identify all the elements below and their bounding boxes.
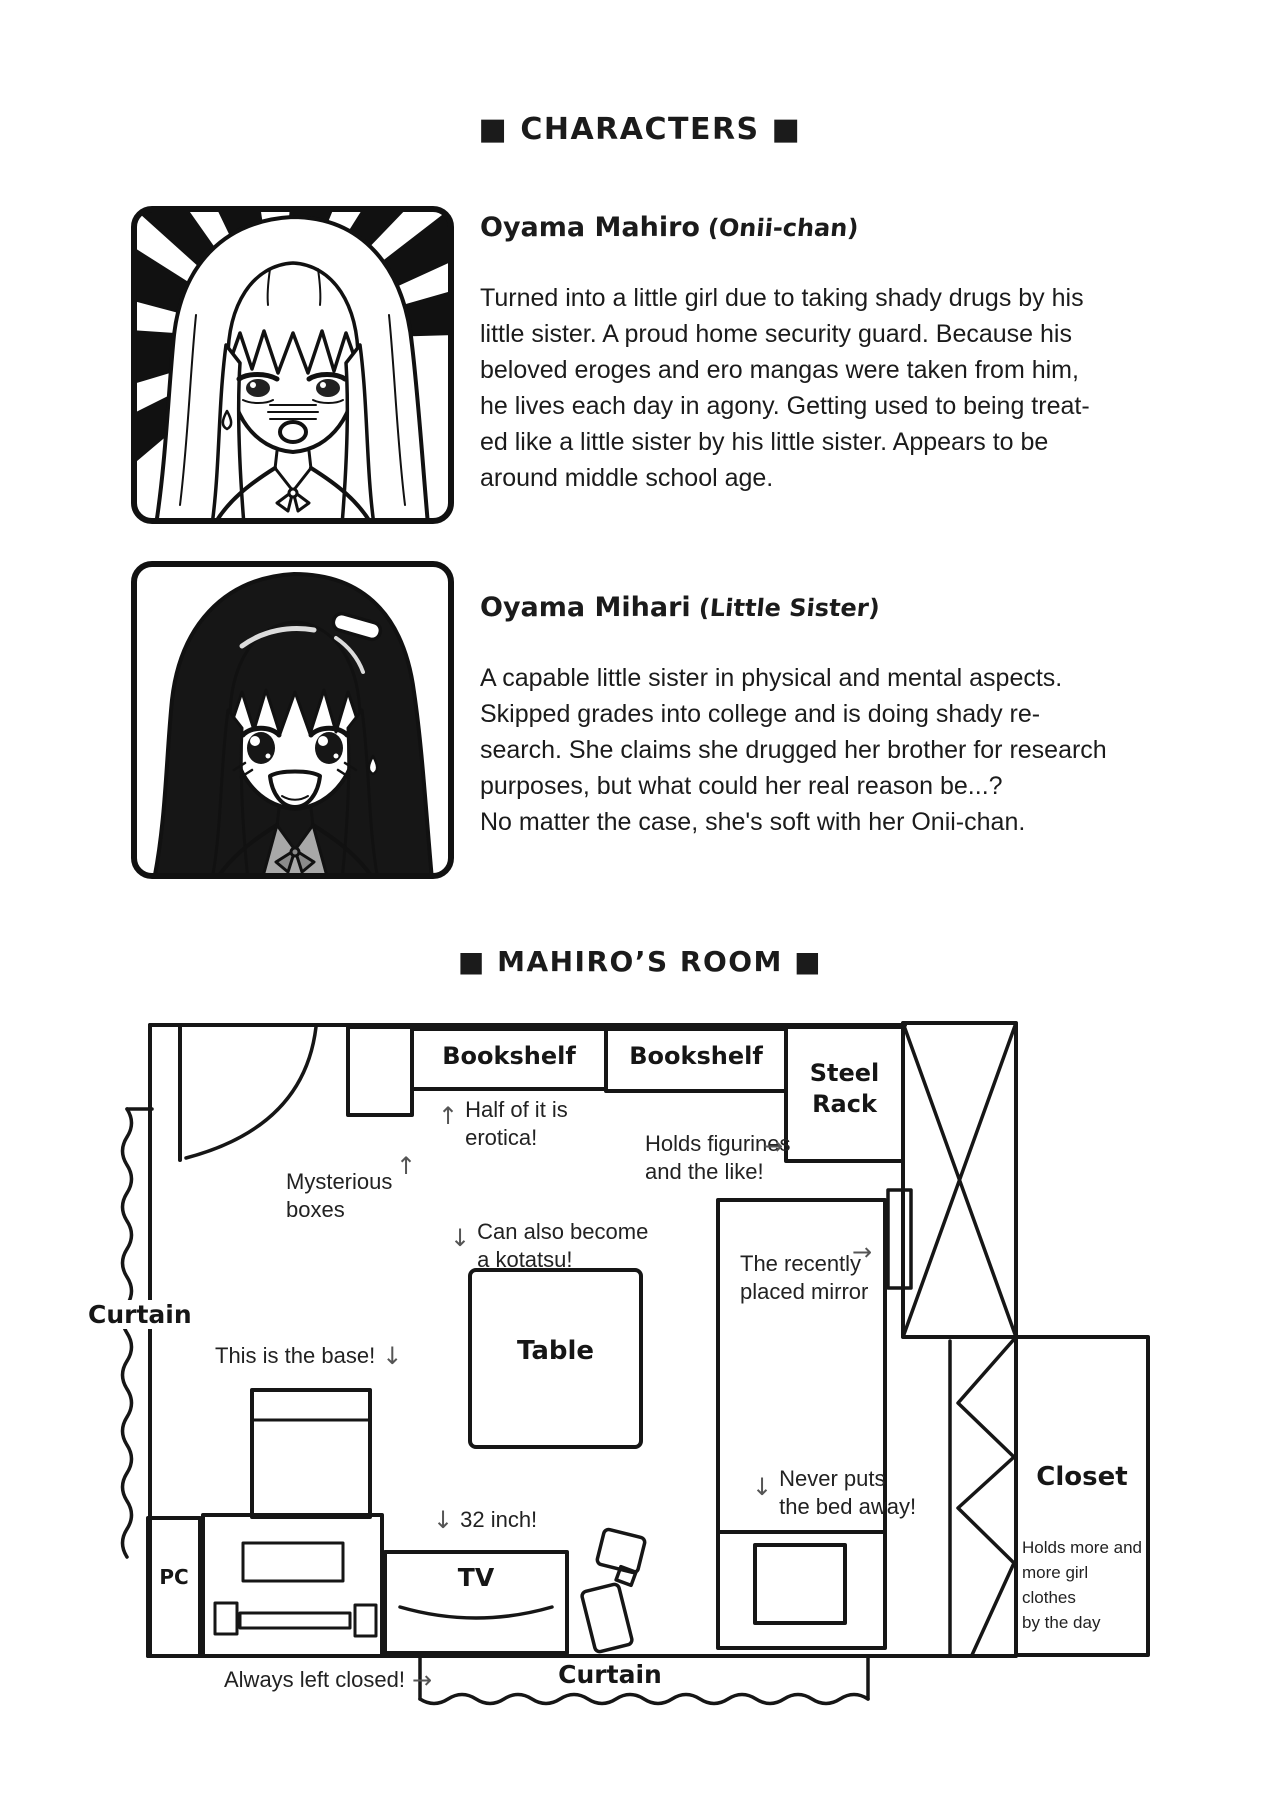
- note-text: 32 inch!: [460, 1507, 538, 1532]
- steel-rack-label: Steel Rack: [809, 1059, 880, 1118]
- curtain-left-label: Curtain: [88, 1300, 192, 1329]
- note-text: This is the base!: [215, 1343, 376, 1368]
- down-arrow-icon: ↓: [382, 1342, 403, 1370]
- bookshelf-right-label: Bookshelf: [629, 1042, 763, 1070]
- down-arrow-icon: ↓: [450, 1224, 471, 1252]
- note-text: Holds more and more girl clothes by the …: [1022, 1538, 1143, 1632]
- closet-shape: [1014, 1335, 1150, 1657]
- down-arrow-icon: ↓: [752, 1473, 773, 1501]
- desk-shape: [201, 1513, 384, 1658]
- closet-upper-section: [901, 1021, 1018, 1339]
- note-base: This is the base! ↓: [215, 1342, 402, 1370]
- mahiro-role: (Onii-chan): [706, 214, 860, 242]
- tv-shape: [383, 1550, 569, 1655]
- note-girl-clothes: Holds more and more girl clothes by the …: [1022, 1510, 1146, 1635]
- right-arrow-icon: →: [411, 1666, 433, 1694]
- characters-section-title: ■ CHARACTERS ■: [478, 112, 802, 147]
- note-bed: ↓ Never puts the bed away!: [752, 1465, 916, 1521]
- note-text: Half of it is erotica!: [465, 1097, 568, 1150]
- note-text: The recently placed mirror: [740, 1251, 869, 1304]
- pc-label: PC: [159, 1565, 189, 1589]
- note-half-erotica: ↑ Half of it is erotica!: [438, 1096, 568, 1152]
- closet-folding-doors: [956, 1335, 1018, 1657]
- mahiro-portrait-illustration: [130, 205, 455, 525]
- note-mysterious-boxes: Mysterious boxes ↑: [286, 1140, 436, 1252]
- mihari-name-line: Oyama Mihari(Little Sister): [480, 592, 881, 623]
- mihari-role: (Little Sister): [697, 594, 881, 622]
- table-shape: [468, 1268, 643, 1449]
- note-text: Never puts the bed away!: [779, 1466, 917, 1519]
- controllers-shape: [580, 1527, 647, 1654]
- door: [178, 1025, 318, 1162]
- pillow-shape: [753, 1543, 847, 1625]
- mahiro-name-line: Oyama Mahiro(Onii-chan): [480, 212, 860, 243]
- hair-clip: [331, 611, 383, 642]
- mihari-eyes: [240, 725, 350, 764]
- floorplan-linework: [120, 1021, 1150, 1706]
- note-always-closed: Always left closed! →: [224, 1666, 432, 1694]
- mirror-shape: [886, 1188, 913, 1290]
- mihari-portrait-illustration: [130, 560, 455, 880]
- note-text: Always left closed!: [224, 1667, 405, 1692]
- mihari-portrait-svg: [131, 561, 454, 879]
- mihari-name: Oyama Mihari: [480, 592, 691, 623]
- closet-label: Closet: [1036, 1462, 1128, 1492]
- note-mirror: The recently placed mirror →: [740, 1222, 890, 1334]
- room-floorplan-diagram: Bookshelf Bookshelf Steel Rack Closet Ta…: [0, 1005, 1280, 1808]
- note-text: Can also become a kotatsu!: [477, 1219, 649, 1272]
- curtain-bottom-shape: [418, 1656, 870, 1706]
- mahiro-eyes: [236, 372, 348, 404]
- mahiro-description: Turned into a little girl due to taking …: [480, 284, 1090, 492]
- up-arrow-icon: ↑: [396, 1152, 417, 1180]
- note-kotatsu: ↓ Can also become a kotatsu!: [450, 1218, 648, 1274]
- right-arrow-icon: →: [763, 1132, 784, 1160]
- mysterious-boxes-shape: [346, 1025, 414, 1117]
- right-arrow-icon: →: [852, 1238, 873, 1266]
- note-text: Holds figurines and the like!: [645, 1131, 791, 1184]
- note-tv-size: ↓ 32 inch!: [433, 1506, 537, 1534]
- curtain-bottom-label: Curtain: [558, 1660, 662, 1689]
- mahiro-name: Oyama Mahiro: [480, 212, 700, 243]
- bed-shape: [716, 1198, 887, 1650]
- pc-shape: [146, 1516, 202, 1658]
- table-label: Table: [516, 1336, 595, 1366]
- bookshelf-left-label: Bookshelf: [442, 1042, 576, 1070]
- room-section-title: ■ MAHIRO’S ROOM ■: [457, 945, 823, 978]
- up-arrow-icon: ↑: [438, 1102, 459, 1130]
- tv-label: TV: [457, 1563, 495, 1592]
- note-holds-figurines: Holds figurines and the like! →: [645, 1102, 815, 1214]
- curtain-left-shape: [120, 1107, 154, 1559]
- mahiro-portrait-svg: [131, 206, 454, 524]
- mihari-description: A capable little sister in physical and …: [480, 664, 1107, 836]
- pc-tower-shape: [250, 1388, 372, 1519]
- note-text: Mysterious boxes: [286, 1169, 393, 1222]
- down-arrow-icon: ↓: [433, 1506, 454, 1534]
